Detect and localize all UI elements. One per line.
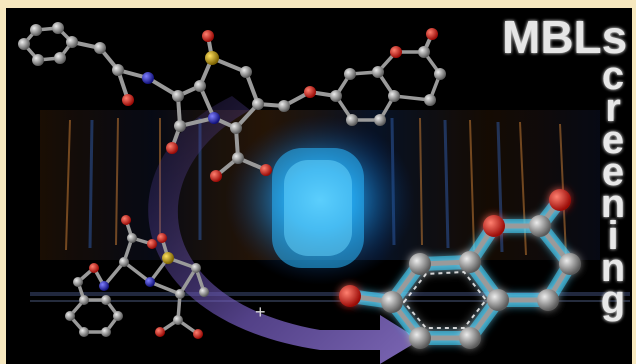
title-letter: r	[605, 86, 621, 130]
title-letter: n	[600, 182, 626, 226]
title-letter: e	[601, 118, 625, 162]
title-letter: n	[600, 246, 626, 290]
title-letter: i	[607, 214, 619, 258]
product-atoms	[65, 215, 209, 339]
title-letter: g	[600, 278, 626, 322]
plus-sign: +	[255, 302, 266, 322]
fluorescent-coumarin	[339, 189, 581, 349]
reaction-arrow	[148, 96, 420, 364]
title-letter: c	[601, 54, 625, 98]
title-screening-vertical: c r e e n i n g	[596, 54, 630, 360]
substrate-atoms-top	[18, 22, 446, 182]
title-mbls: MBLs	[502, 11, 628, 63]
title-letter: e	[601, 150, 625, 194]
